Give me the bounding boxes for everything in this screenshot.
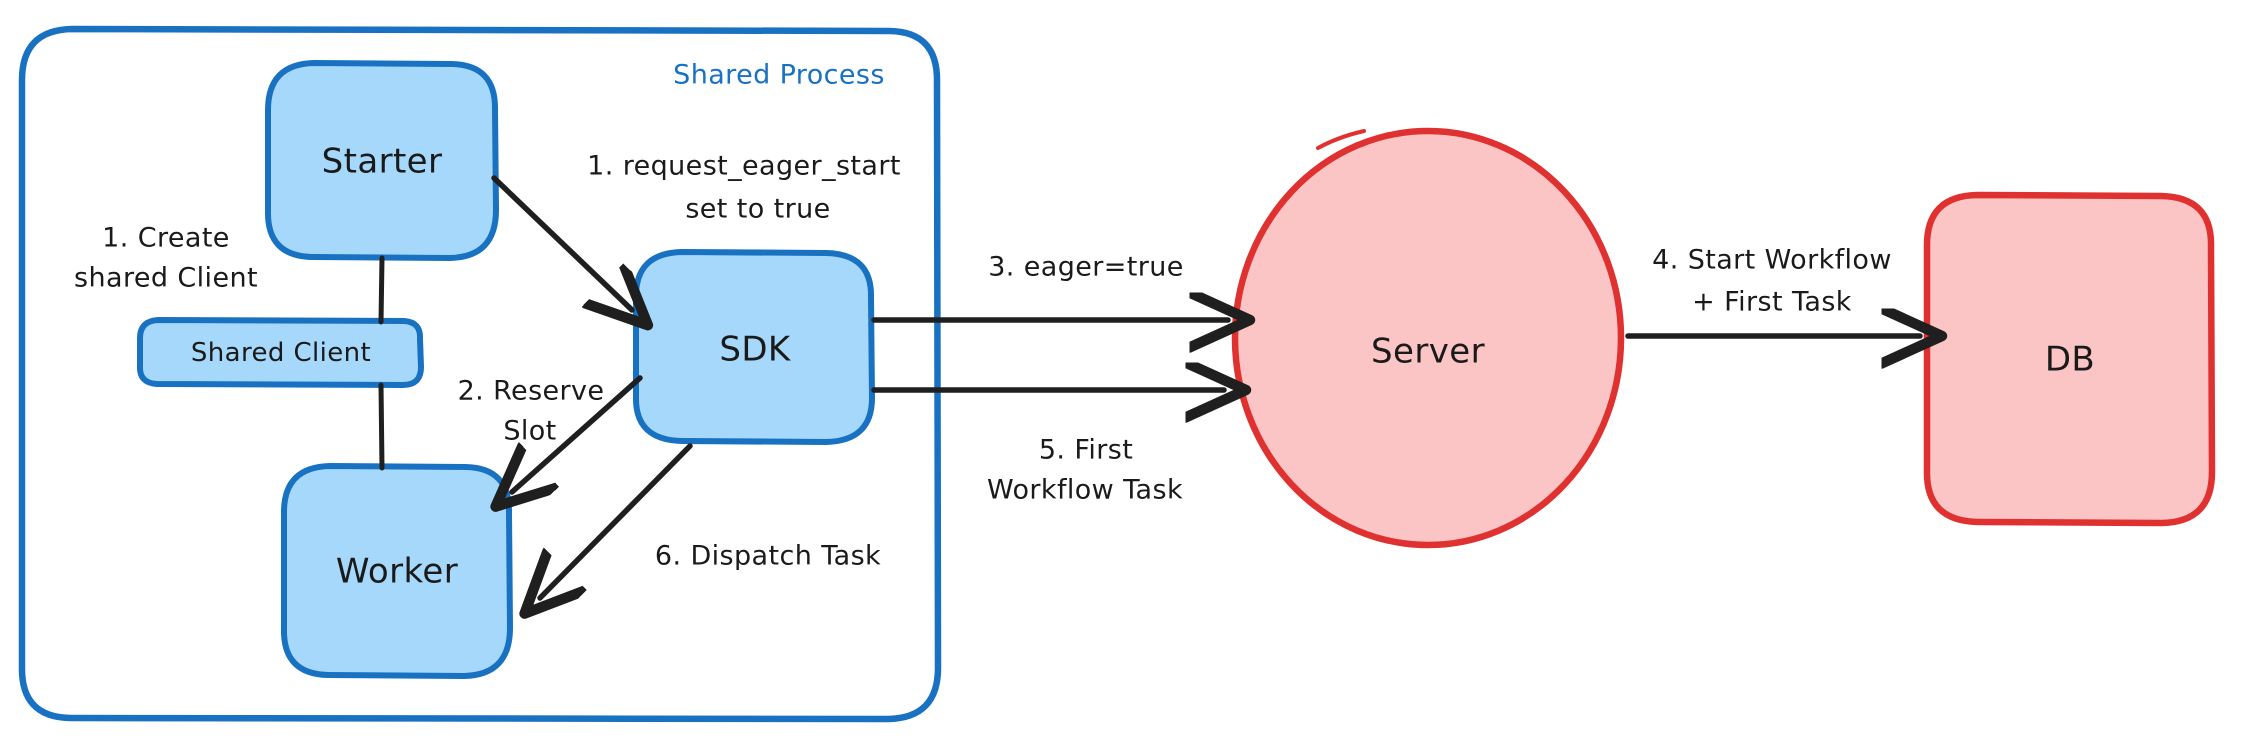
node-db-shape xyxy=(1923,191,2216,527)
node-server-shape xyxy=(1231,127,1625,549)
edge-dispatch-task xyxy=(540,443,693,598)
node-sdk-shape xyxy=(632,249,875,445)
edge-request-eager-start xyxy=(491,175,632,310)
node-worker-shape xyxy=(280,463,513,679)
edge-reserve-slot xyxy=(512,375,643,492)
edge-shared-client-worker xyxy=(378,382,385,471)
node-shared-client-shape xyxy=(136,317,424,388)
node-starter-shape xyxy=(264,60,499,261)
edge-create-shared-client xyxy=(378,255,385,325)
shared-process-group xyxy=(18,25,942,723)
